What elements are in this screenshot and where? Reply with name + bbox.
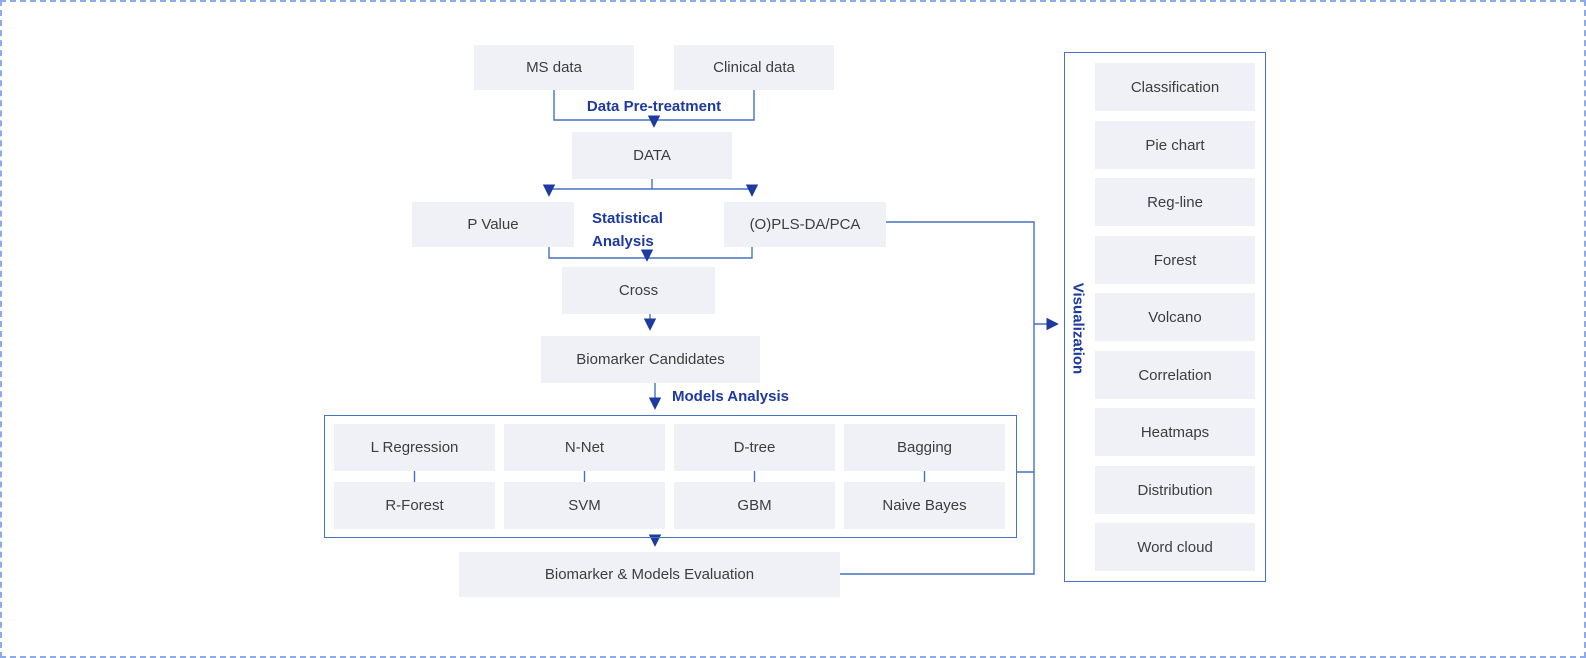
- node-model-naive-bayes: Naive Bayes: [844, 482, 1005, 529]
- node-biomarker-models-evaluation: Biomarker & Models Evaluation: [459, 552, 840, 597]
- node-opls-da-pca: (O)PLS-DA/PCA: [724, 202, 886, 247]
- viz-item-correlation: Correlation: [1095, 351, 1255, 399]
- label-statistical-analysis: Statistical Analysis: [592, 207, 663, 253]
- node-model-l-regression: L Regression: [334, 424, 495, 471]
- models-container: [324, 415, 1017, 538]
- node-ms-data: MS data: [474, 45, 634, 90]
- node-model-r-forest: R-Forest: [334, 482, 495, 529]
- viz-item-pie-chart: Pie chart: [1095, 121, 1255, 169]
- viz-item-heatmaps: Heatmaps: [1095, 408, 1255, 456]
- viz-item-reg-line: Reg-line: [1095, 178, 1255, 226]
- label-visualization: Visualization: [1069, 282, 1087, 375]
- viz-item-word-cloud: Word cloud: [1095, 523, 1255, 571]
- viz-item-forest: Forest: [1095, 236, 1255, 284]
- node-model-n-net: N-Net: [504, 424, 665, 471]
- viz-item-distribution: Distribution: [1095, 466, 1255, 514]
- node-model-bagging: Bagging: [844, 424, 1005, 471]
- viz-item-classification: Classification: [1095, 63, 1255, 111]
- node-model-gbm: GBM: [674, 482, 835, 529]
- node-model-d-tree: D-tree: [674, 424, 835, 471]
- viz-item-volcano: Volcano: [1095, 293, 1255, 341]
- node-data: DATA: [572, 132, 732, 179]
- label-statistical-analysis-line2: Analysis: [592, 233, 654, 250]
- node-biomarker-candidates: Biomarker Candidates: [541, 336, 760, 383]
- visualization-panel: [1064, 52, 1266, 582]
- label-statistical-analysis-line1: Statistical: [592, 210, 663, 227]
- node-clinical-data: Clinical data: [674, 45, 834, 90]
- edge-data-split: [549, 179, 752, 190]
- node-cross: Cross: [562, 267, 715, 314]
- label-models-analysis: Models Analysis: [672, 388, 789, 405]
- label-data-pretreatment: Data Pre-treatment: [586, 98, 722, 115]
- node-model-svm: SVM: [504, 482, 665, 529]
- node-p-value: P Value: [412, 202, 574, 247]
